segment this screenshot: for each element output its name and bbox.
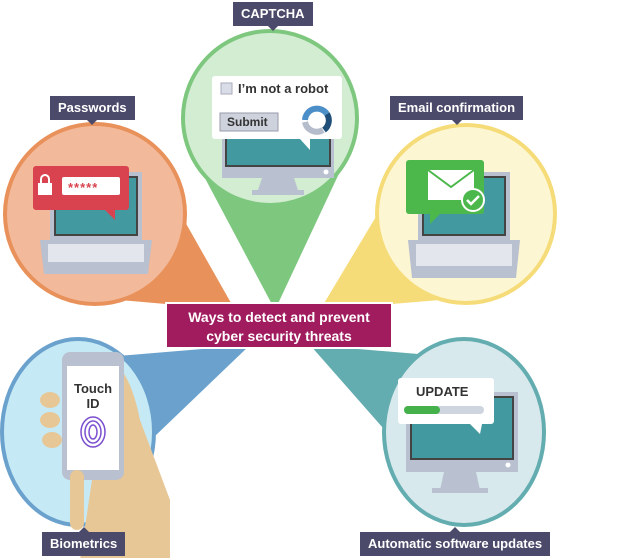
id-text: ID [86, 396, 100, 411]
update-popup-title: UPDATE [416, 384, 469, 399]
captcha-monitor-icon [212, 76, 342, 195]
laptop-icon [33, 166, 152, 274]
software-updates-label: Automatic software updates [360, 527, 551, 556]
touch-text: Touch [73, 381, 113, 396]
robot-checkbox [220, 82, 233, 95]
biometrics-label: Biometrics [42, 527, 126, 556]
phone-icon [40, 352, 170, 558]
center-title-box: Ways to detect and prevent cyber security… [165, 302, 393, 349]
update-monitor-icon [398, 378, 518, 493]
email-confirmation-label: Email confirmation [390, 96, 524, 125]
passwords-label: Passwords [50, 96, 135, 125]
update-progress-bar [404, 406, 440, 414]
email-laptop-icon [406, 160, 520, 278]
title-line-2: cyber security threats [206, 328, 352, 344]
masked-password: ***** [68, 180, 99, 195]
captcha-checkbox-label: I’m not a robot [238, 81, 329, 96]
captcha-label: CAPTCHA [233, 2, 313, 31]
title-line-1: Ways to detect and prevent [188, 309, 370, 325]
captcha-submit-button: Submit [227, 115, 268, 129]
